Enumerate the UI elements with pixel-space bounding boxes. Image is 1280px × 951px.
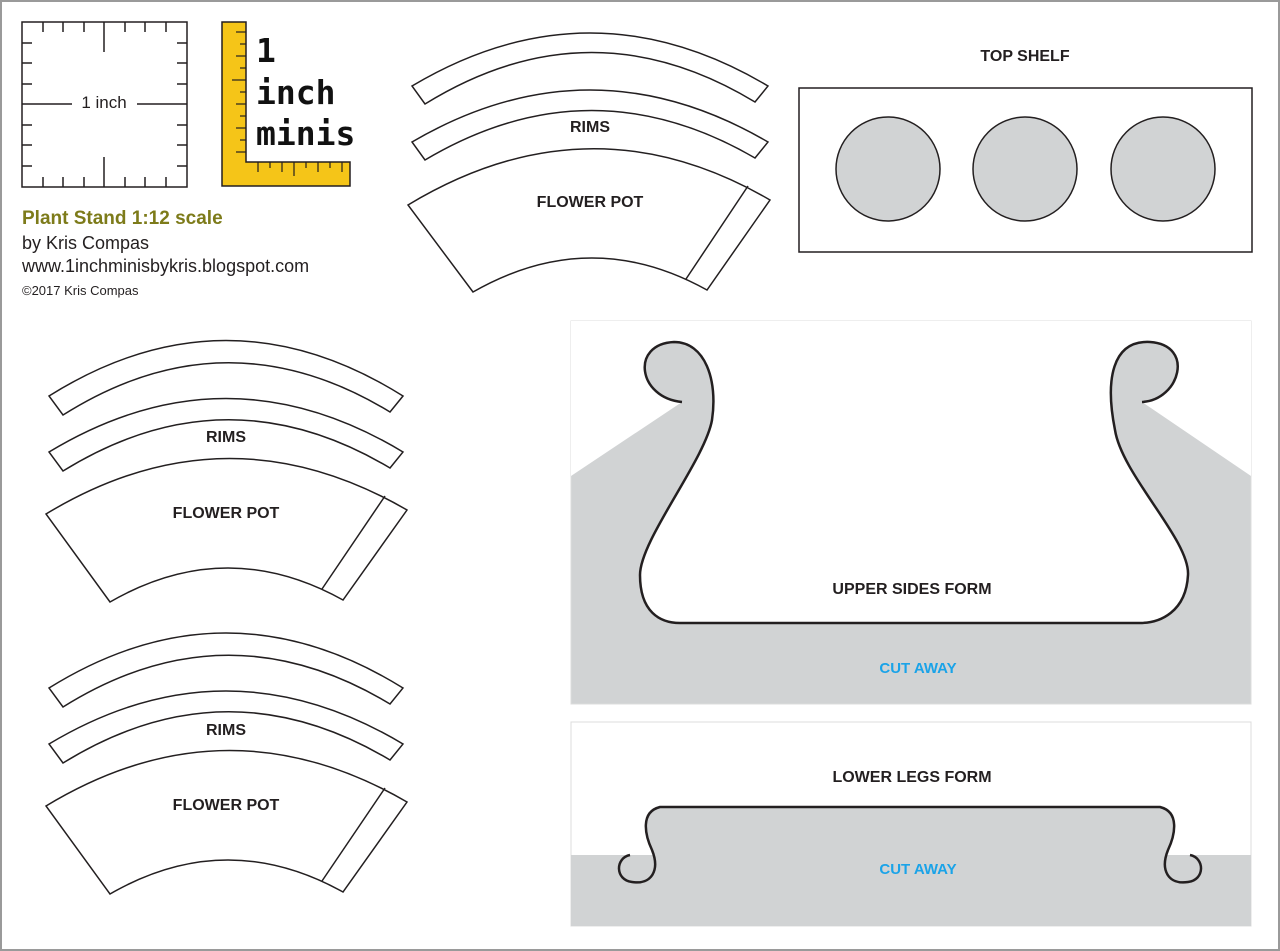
website-link[interactable]: www.1inchminisbykris.blogspot.com <box>22 256 310 276</box>
rim-piece <box>410 89 770 161</box>
rim-piece <box>47 632 405 709</box>
top-shelf-piece <box>798 87 1253 253</box>
flower-pot-piece <box>44 457 409 603</box>
rim-piece <box>47 397 405 473</box>
shelf-hole <box>835 116 941 222</box>
rims-label-1: RIMS <box>570 119 610 136</box>
shelf-hole <box>972 116 1078 222</box>
logo-line-3: minis <box>256 114 356 153</box>
logo-line-1: 1 <box>256 31 276 70</box>
lower-legs-form <box>570 721 1252 927</box>
rim-piece <box>47 690 405 765</box>
one-inch-scale-square <box>21 21 188 188</box>
upper-sides-form-label: UPPER SIDES FORM <box>832 581 992 598</box>
logo-line-2: inch <box>256 73 336 112</box>
shelf-hole <box>1110 116 1216 222</box>
rim-piece <box>410 32 770 106</box>
upper-cut-away-label: CUT AWAY <box>879 660 957 677</box>
flower-pot-piece <box>406 148 772 293</box>
pattern-title: Plant Stand 1:12 scale <box>22 208 223 229</box>
ruler-logo-icon <box>221 21 351 187</box>
rims-label-2: RIMS <box>206 429 246 446</box>
pattern-set-3 <box>44 632 409 895</box>
rims-label-3: RIMS <box>206 722 246 739</box>
rim-piece <box>47 339 405 417</box>
flower-pot-label-2: FLOWER POT <box>172 505 280 522</box>
top-shelf-label: TOP SHELF <box>980 48 1070 65</box>
upper-sides-form <box>570 320 1252 705</box>
flower-pot-piece <box>44 749 409 895</box>
scale-label: 1 inch <box>79 93 129 113</box>
lower-cut-away-label: CUT AWAY <box>879 861 957 878</box>
pattern-set-2 <box>44 339 409 603</box>
flower-pot-label-1: FLOWER POT <box>536 194 644 211</box>
pattern-set-1 <box>406 32 772 293</box>
copyright-line: ©2017 Kris Compas <box>22 283 139 298</box>
author-line: by Kris Compas <box>22 233 150 253</box>
lower-legs-form-label: LOWER LEGS FORM <box>832 769 992 786</box>
flower-pot-label-3: FLOWER POT <box>172 797 280 814</box>
